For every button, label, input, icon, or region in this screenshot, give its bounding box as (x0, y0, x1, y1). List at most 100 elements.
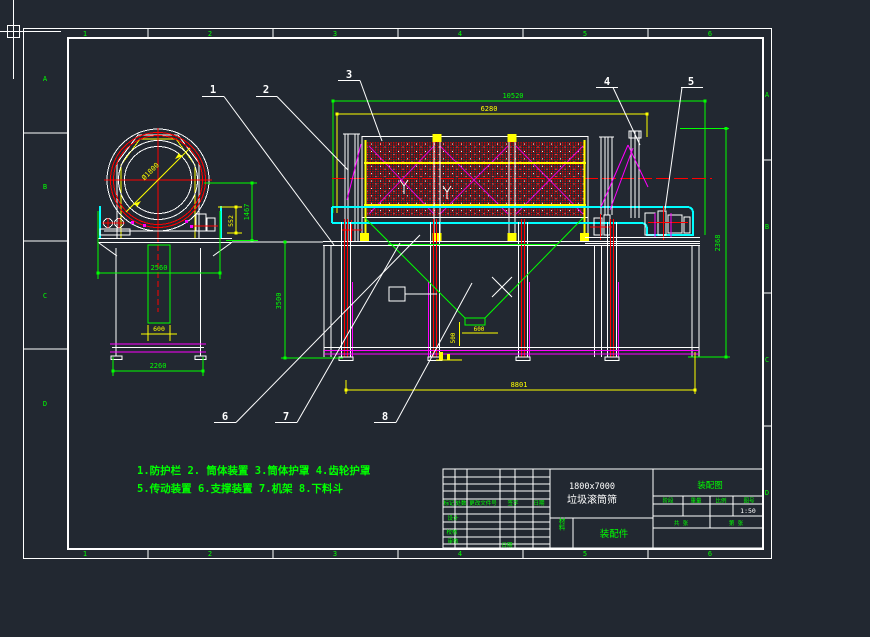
callout-1: 1 (202, 84, 335, 246)
svg-text:比例: 比例 (715, 497, 727, 505)
drive-assembly (585, 130, 700, 244)
svg-text:3: 3 (333, 30, 337, 38)
svg-text:A: A (43, 75, 48, 83)
dim-height-right: 2368 (680, 127, 730, 359)
title-block: 标记 处数 更改文件号 签字 日期 设计 校核 审核 日期 1800x7000 … (442, 468, 764, 549)
dim-total-length: 10520 (331, 92, 707, 235)
zone-labels: 1 2 3 4 5 6 1 2 3 4 5 6 A B C D A B C D (43, 30, 770, 558)
weld-marks (399, 179, 452, 199)
svg-text:B: B (765, 223, 769, 231)
callout-7: 7 (275, 242, 401, 423)
roller-right (185, 213, 218, 232)
svg-text:4: 4 (458, 30, 462, 38)
callout-6: 6 (214, 234, 421, 423)
svg-text:日期: 日期 (533, 500, 545, 507)
ucs-crosshair-icon (0, 0, 61, 79)
svg-text:3500: 3500 (275, 293, 283, 310)
svg-text:2: 2 (208, 550, 212, 558)
inlet-end (342, 133, 362, 242)
notes: 1.防护栏 2. 筒体装置 3.筒体护罩 4.齿轮护罩 5.传动装置 6.支撑装… (137, 464, 371, 495)
svg-text:B: B (43, 183, 47, 191)
svg-text:3: 3 (346, 69, 352, 81)
support-frame (232, 219, 700, 361)
side-view: 10520 6280 (232, 92, 730, 394)
svg-text:1: 1 (83, 550, 87, 558)
svg-text:C: C (43, 292, 47, 300)
svg-text:D: D (43, 400, 47, 408)
svg-text:600: 600 (153, 325, 165, 333)
svg-text:5: 5 (583, 550, 587, 558)
svg-text:第 张: 第 张 (729, 519, 744, 527)
dim-frame-length: 8801 (344, 352, 697, 394)
svg-text:更改文件号: 更改文件号 (469, 499, 497, 507)
svg-text:552: 552 (227, 215, 235, 227)
svg-text:1800x7000: 1800x7000 (569, 482, 615, 492)
svg-text:2560: 2560 (151, 264, 168, 272)
dim-height: 1467 (204, 181, 258, 242)
svg-text:装配件: 装配件 (600, 528, 629, 540)
svg-text:500: 500 (450, 332, 457, 343)
svg-text:1.防护栏 2. 筒体装置 3.筒体护罩 4.齿轮护罩: 1.防护栏 2. 筒体装置 3.筒体护罩 4.齿轮护罩 (137, 464, 371, 477)
svg-text:1:50: 1:50 (740, 507, 756, 515)
svg-text:共 张: 共 张 (674, 519, 689, 527)
svg-text:标记: 标记 (443, 499, 455, 507)
svg-text:10520: 10520 (502, 92, 523, 100)
svg-text:1: 1 (210, 84, 216, 96)
callout-8: 8 (374, 282, 473, 423)
svg-text:图号: 图号 (743, 497, 755, 505)
dim-pedestal: 600 (141, 325, 177, 341)
revision-table (443, 469, 550, 548)
svg-text:1: 1 (83, 30, 87, 38)
svg-text:4: 4 (458, 550, 462, 558)
callout-2: 2 (256, 84, 349, 171)
svg-text:600: 600 (474, 326, 485, 333)
callout-4: 4 (596, 76, 641, 146)
frame-legs (338, 219, 620, 361)
svg-text:6: 6 (708, 30, 712, 38)
dim-screen-length: 6280 (335, 105, 649, 213)
svg-text:6: 6 (708, 550, 712, 558)
svg-text:C: C (765, 356, 769, 364)
roller-left (99, 218, 131, 236)
svg-text:设计: 设计 (447, 514, 459, 522)
svg-text:重量: 重量 (690, 497, 702, 505)
svg-text:处数: 处数 (455, 499, 467, 507)
svg-text:5.传动装置 6.支撑装置 7.机架 8.下料斗: 5.传动装置 6.支撑装置 7.机架 8.下料斗 (137, 482, 344, 495)
dim-frame-height: 3500 (275, 240, 343, 360)
svg-text:6: 6 (222, 411, 228, 423)
callouts: 1 2 3 4 5 6 7 8 (202, 69, 703, 423)
svg-text:阶段: 阶段 (662, 497, 674, 505)
svg-text:垃圾滚筒筛: 垃圾滚筒筛 (567, 493, 617, 506)
svg-text:4: 4 (604, 76, 610, 88)
svg-text:材料: 材料 (557, 516, 565, 532)
hopper (364, 217, 584, 326)
dim-base-width: 2260 (111, 357, 205, 376)
callout-3: 3 (338, 69, 383, 142)
svg-text:2368: 2368 (714, 235, 722, 252)
callout-5: 5 (664, 76, 703, 211)
svg-text:D: D (765, 489, 769, 497)
dim-outlet: 600 500 (436, 322, 498, 361)
svg-text:签字: 签字 (507, 499, 519, 507)
svg-text:校核: 校核 (446, 528, 458, 536)
svg-text:5: 5 (688, 76, 694, 88)
svg-text:3: 3 (333, 550, 337, 558)
svg-text:7: 7 (283, 411, 289, 423)
dim-offset: 552 (218, 205, 242, 235)
sheet-border: 1 2 3 4 5 6 1 2 3 4 5 6 A B C D A B C D (23, 28, 772, 559)
svg-text:日期: 日期 (501, 542, 513, 549)
svg-text:A: A (765, 91, 770, 99)
svg-text:5: 5 (583, 30, 587, 38)
svg-text:2260: 2260 (150, 362, 167, 370)
svg-text:2: 2 (263, 84, 269, 96)
svg-text:8801: 8801 (511, 381, 528, 389)
dim-width: 2560 (96, 211, 222, 279)
detail-marks (388, 276, 513, 302)
svg-text:2: 2 (208, 30, 212, 38)
svg-text:8: 8 (382, 411, 388, 423)
svg-text:1467: 1467 (243, 204, 251, 221)
info-table (653, 495, 763, 529)
